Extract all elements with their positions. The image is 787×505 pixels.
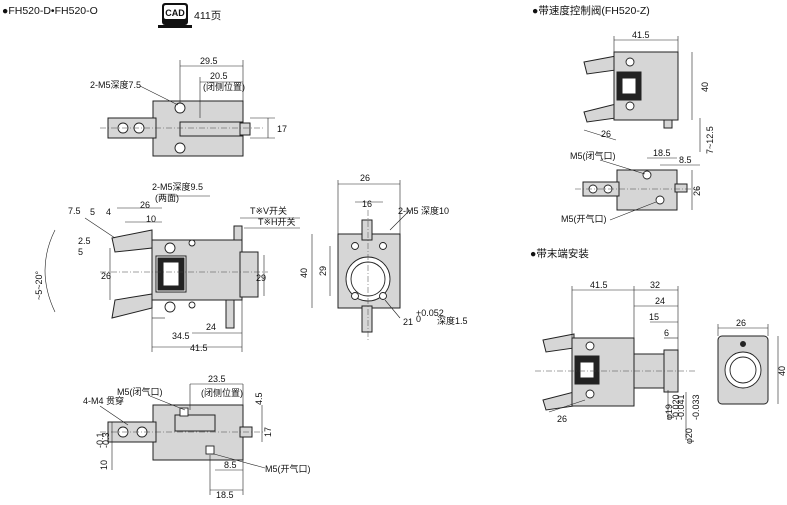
dim-29: 29 (256, 273, 266, 283)
dim-41-5: 41.5 (190, 343, 208, 353)
dim-21: 21 (403, 317, 413, 327)
em-dim-41-5: 41.5 (590, 280, 608, 290)
dim-21-tol-up: +0.052 (416, 308, 444, 318)
dim-angle: ~5~20° (34, 270, 44, 300)
dim-4m4: 4-M4 贯穿 (83, 395, 124, 406)
sv-m5-open: M5(开气口) (561, 213, 607, 224)
em-dim-40-end: 40 (777, 366, 787, 376)
sv-dim-41-5: 41.5 (632, 30, 650, 40)
dim-23-5: 23.5 (208, 374, 226, 384)
sv-dim-18-5: 18.5 (653, 148, 671, 158)
dim-10-tol-low: -0.3 (101, 432, 111, 448)
em-body (571, 337, 635, 407)
em-dim-phi19: φ19 (664, 404, 674, 420)
top-view-piston (179, 121, 243, 137)
dim-8-5-b: 8.5 (224, 460, 237, 470)
dim-29-side: 29 (318, 266, 328, 276)
sv-dim-40: 40 (700, 82, 710, 92)
cad-icon[interactable]: CAD (158, 3, 192, 28)
dim-m5-open: M5(开气口) (265, 463, 311, 474)
dim-10-b: 10 (99, 460, 109, 470)
end-mount-view: 41.5 32 24 15 6 26 φ19 -0.020 -0.041 φ20… (535, 280, 787, 444)
dim-5a: 5 (90, 207, 95, 217)
dim-closed-pos-b: (闭侧位置) (201, 387, 243, 398)
sv-dim-26-b: 26 (692, 186, 702, 196)
dim-th-switch: T※H开关 (258, 216, 296, 227)
front-view: 2-M5深度9.5 (两面) T※V开关 T※H开关 7.5 5 4 26 10… (34, 181, 300, 353)
end-mount-title: ●带末端安装 (530, 247, 589, 260)
sv-dim-26: 26 (601, 129, 611, 139)
dim-depth-1-5: 深度1.5 (437, 315, 468, 326)
dim-closed-pos: (闭侧位置) (203, 81, 245, 92)
cad-page-ref[interactable]: 411页 (194, 10, 221, 22)
em-dim-32: 32 (650, 280, 660, 290)
em-phi20-tol: -0.033 (691, 394, 701, 420)
dim-5b: 5 (78, 247, 83, 257)
dim-tv-switch: T※V开关 (250, 205, 287, 216)
em-phi19-tol-up: -0.020 (671, 394, 681, 420)
em-phi19-tol-low: -0.041 (676, 394, 686, 420)
dim-17: 17 (277, 124, 287, 134)
dim-18-5-b: 18.5 (216, 490, 234, 500)
model-title: ●FH520-D•FH520-O (2, 5, 98, 17)
dim-2m5-depth: 2-M5深度7.5 (90, 79, 141, 90)
dim-both-sides: (两面) (155, 193, 179, 203)
em-dim-24: 24 (655, 296, 665, 306)
speed-valve-title: ●带速度控制阀(FH520-Z) (532, 4, 650, 17)
front-lower-jaw (111, 293, 153, 319)
bottom-body (152, 404, 244, 461)
dim-4: 4 (106, 207, 111, 217)
dim-10-tol-up: -0.1 (95, 432, 105, 448)
dim-16: 16 (362, 199, 372, 209)
dim-m5-closed: M5(闭气口) (117, 386, 163, 397)
dim-21-tol-low: 0 (416, 314, 421, 324)
side-view: 26 16 2-M5 深度10 40 29 21 +0.052 0 深度1.5 (299, 173, 468, 340)
em-dim-6: 6 (664, 328, 669, 338)
dim-34-5: 34.5 (172, 331, 190, 341)
em-dim-phi20: φ20 (684, 428, 694, 444)
sv-dim-8-5: 8.5 (679, 155, 692, 165)
em-dim-26: 26 (557, 414, 567, 424)
dim-26-side: 26 (360, 173, 370, 183)
dim-10: 10 (146, 214, 156, 224)
dim-4-5: 4.5 (254, 392, 264, 405)
dim-29-5: 29.5 (200, 56, 218, 66)
dim-20-5: 20.5 (210, 71, 228, 81)
dim-2m5-10: 2-M5 深度10 (398, 205, 449, 216)
dim-7-5: 7.5 (68, 206, 81, 216)
em-dim-26-end: 26 (736, 318, 746, 328)
sv-dim-7-12-5: 7~12.5 (705, 126, 715, 154)
dim-40-side: 40 (299, 268, 309, 278)
top-view: 29.5 20.5 (闭侧位置) 17 2-M5深度7.5 (90, 56, 287, 157)
dim-24: 24 (206, 322, 216, 332)
bottom-view: M5(闭气口) 23.5 (闭侧位置) 4-M4 贯穿 4.5 17 10 -0… (83, 374, 311, 500)
cad-badge-label: CAD (165, 8, 185, 18)
dim-17-b: 17 (263, 427, 273, 437)
dim-26-top: 26 (140, 200, 150, 210)
front-upper-jaw (111, 229, 153, 253)
em-dim-15: 15 (649, 312, 659, 322)
dim-26-left: 26 (101, 271, 111, 281)
speed-valve-view: 41.5 40 26 7~12.5 M5(闭气口) 18.5 8.5 26 M5… (561, 30, 715, 224)
sv-m5-closed: M5(闭气口) (570, 150, 616, 161)
dim-2-5: 2.5 (78, 236, 91, 246)
dim-2m5-9-5: 2-M5深度9.5 (152, 181, 203, 192)
